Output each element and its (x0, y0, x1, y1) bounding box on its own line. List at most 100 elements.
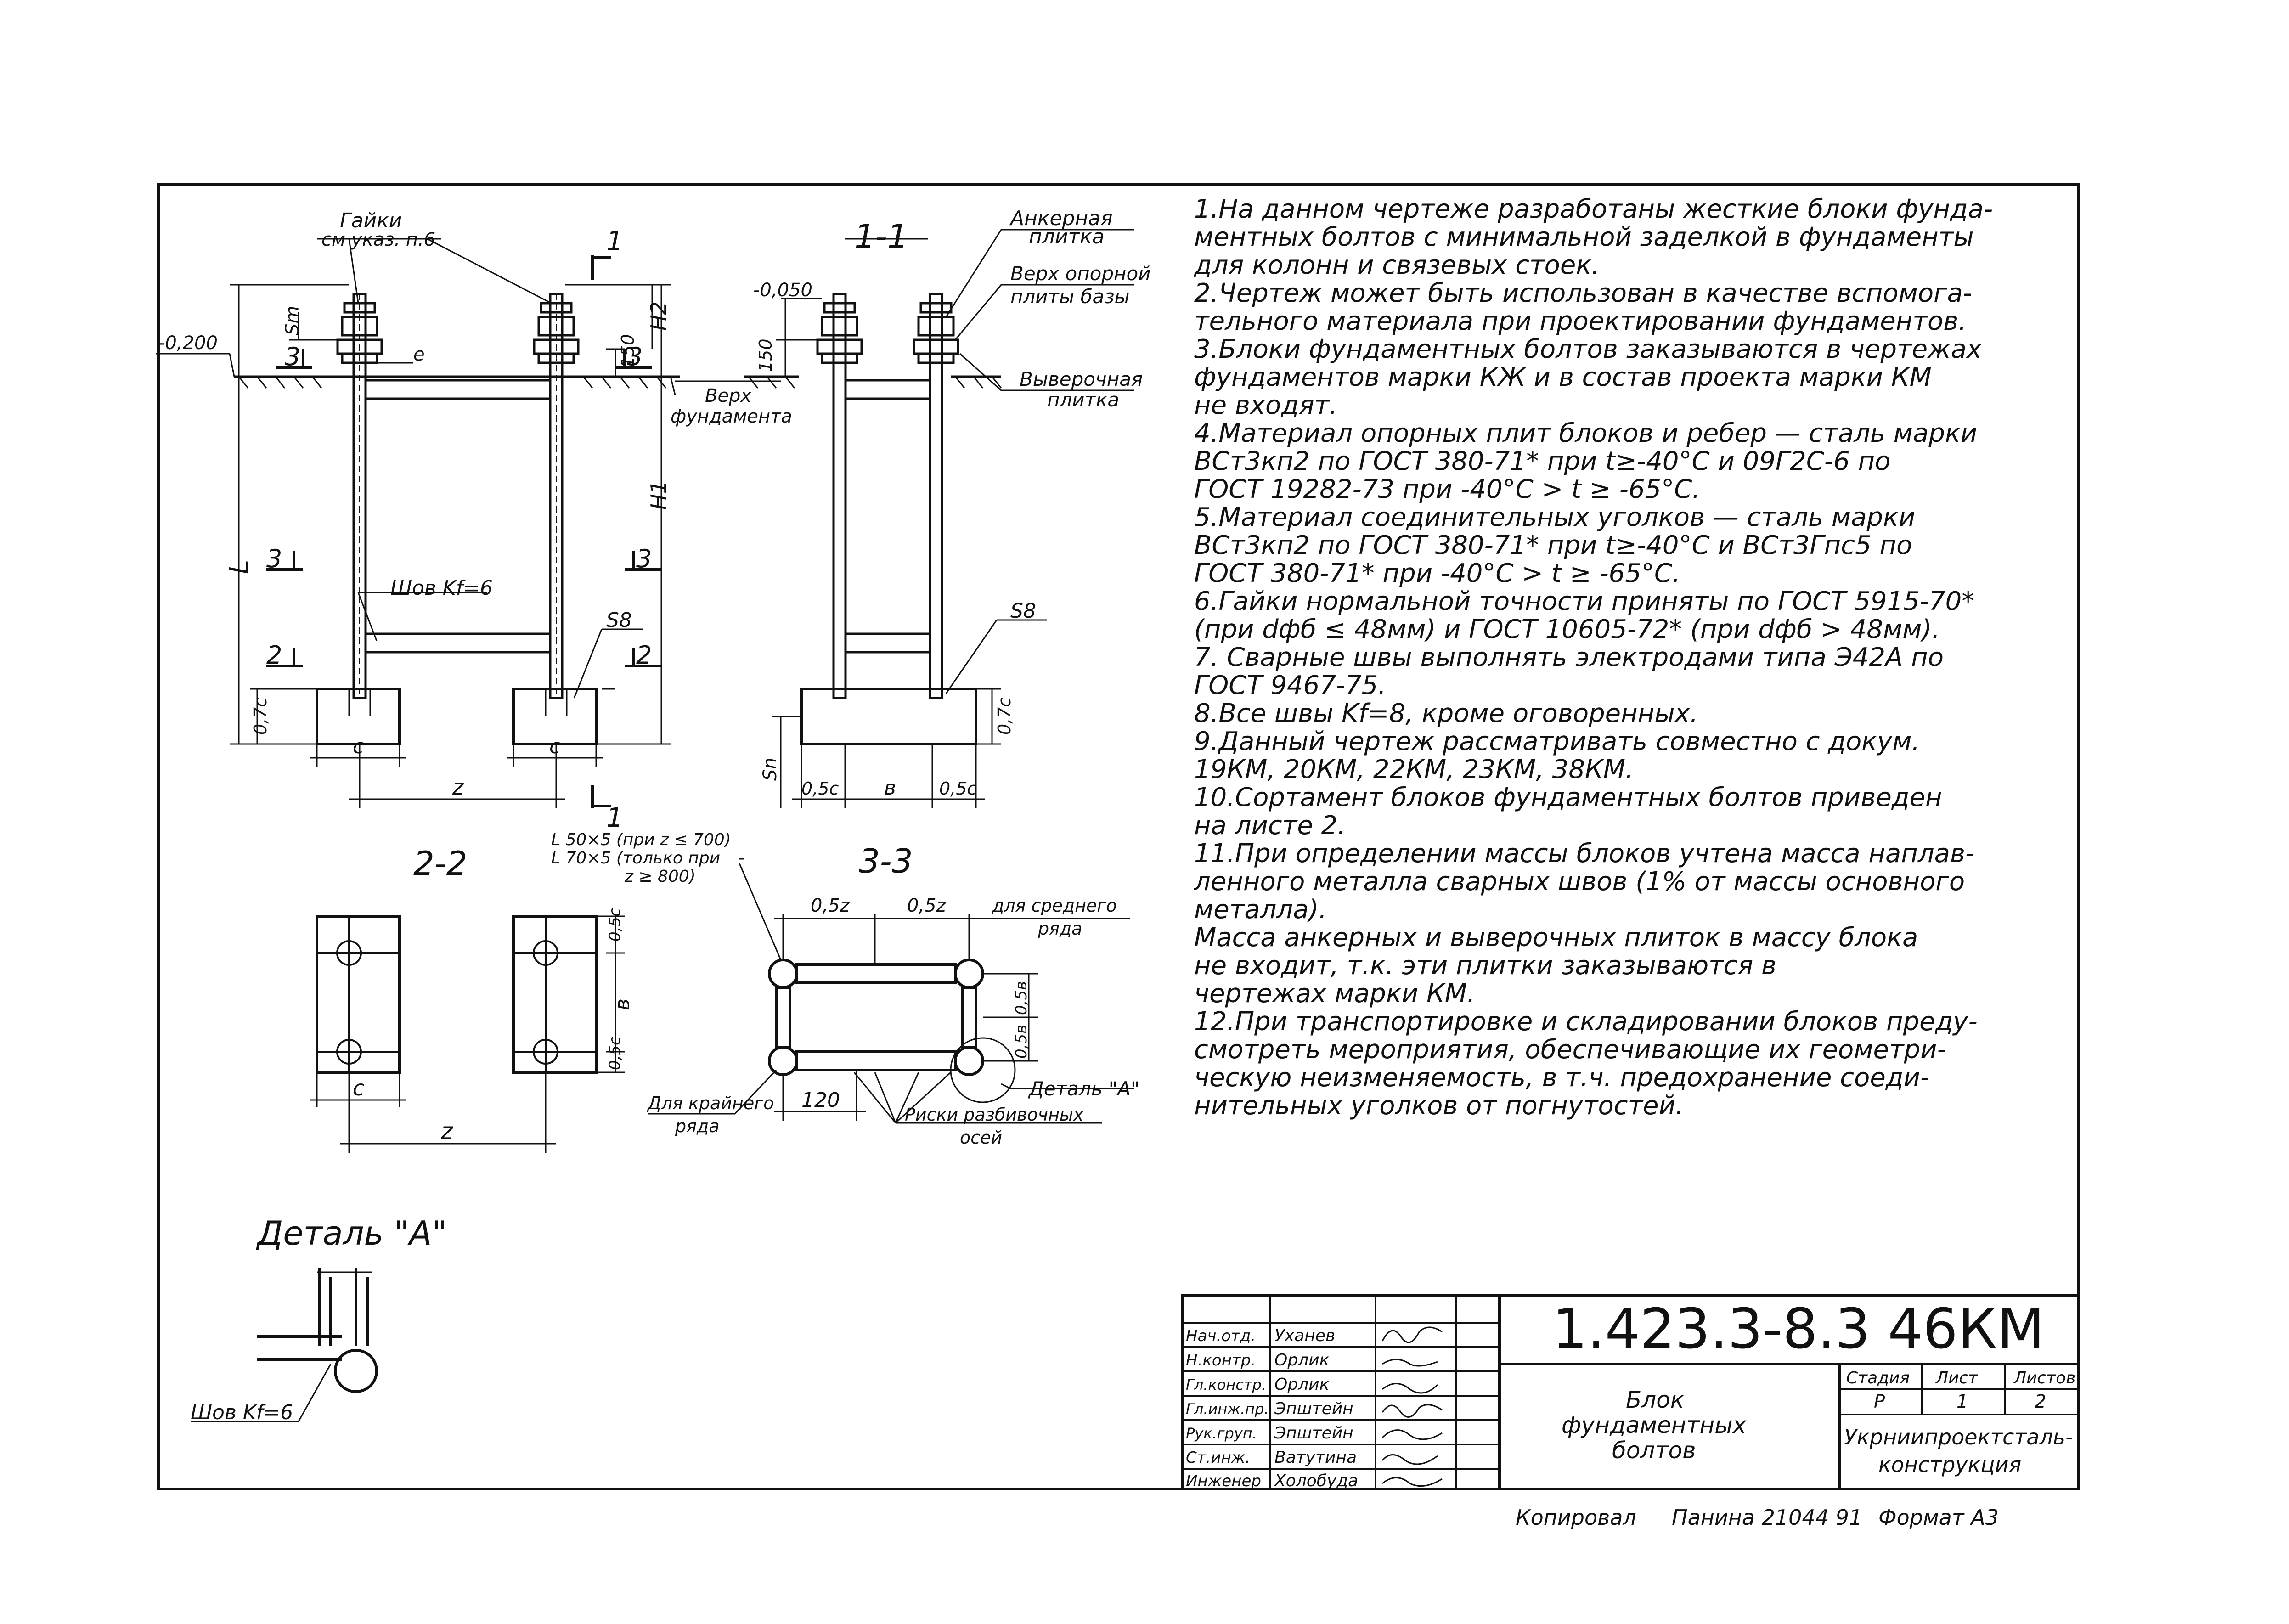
sheet-value: 1 (1956, 1391, 1968, 1412)
dim-c-a: c (353, 735, 364, 758)
name-3: Эпштейн (1274, 1399, 1353, 1418)
main-elevation (156, 238, 781, 808)
name-2: Орлик (1274, 1375, 1330, 1394)
s33-05z-a: 0,5z (811, 895, 850, 916)
s22-z: z (440, 1118, 454, 1145)
cut-1-bottom: 1 (606, 802, 623, 833)
note-5: 5.Материал соединительных уголков — стал… (1194, 502, 1916, 588)
footer-format: Формат А3 (1878, 1505, 1999, 1530)
dim-07c-b: 0,7c (994, 698, 1015, 735)
sheets-label: Листов (2013, 1369, 2075, 1387)
dim-e: e (413, 344, 425, 365)
label-base-top: Верх опорной (1010, 262, 1150, 285)
s22-b: в (611, 998, 634, 1010)
name-0: Уханев (1274, 1326, 1335, 1345)
signatures-graphic (1381, 1326, 1443, 1487)
label-angle-1: L 50×5 (при z ≤ 700) (551, 830, 731, 849)
title-line-2: фундаментных (1562, 1412, 1747, 1438)
s22-05c-a: 0,5c (606, 908, 624, 942)
label-mark-m0050: -0,050 (753, 280, 812, 301)
name-5: Ватутина (1274, 1448, 1357, 1467)
section-3-3 (648, 863, 1134, 1124)
label-mark-m0200: -0,200 (158, 333, 218, 354)
cut-3-top: 3 (285, 342, 300, 371)
label-weld: Шов Kf=6 (390, 576, 493, 600)
label-anchor-plate2: плитка (1029, 225, 1105, 248)
section-title-3-3: 3-3 (859, 842, 913, 880)
s33-edge-row2: ряда (675, 1116, 720, 1136)
detail-weld: Шов Kf=6 (191, 1401, 293, 1424)
s33-edge-row: Для крайнего (647, 1093, 774, 1113)
note-7: 7. Сварные швы выполнять электродами тип… (1194, 643, 1944, 700)
label-foundation-top: Верх (705, 385, 751, 406)
sheets-value: 2 (2035, 1391, 2046, 1412)
note-9: 9.Данный чертеж рассматривать совместно … (1194, 727, 1920, 784)
s33-120: 120 (801, 1088, 840, 1112)
s33-mid-row: для среднего (992, 896, 1117, 916)
cut-3-left: 3 (266, 544, 282, 573)
label-s8-b: S8 (1010, 599, 1036, 623)
dim-h1: H1 (646, 480, 671, 510)
notes-list: 1.На данном чертеже разработаны жесткие … (1194, 195, 2067, 1120)
drawing-code: 1.423.3-8.3 46КМ (1552, 1297, 2045, 1361)
dim-150b: 150 (755, 338, 776, 372)
dim-sn: Sn (760, 757, 781, 781)
org-line-2: конструкция (1878, 1452, 2021, 1477)
dim-07c-a: 0,7c (250, 698, 271, 735)
dim-l: L (225, 560, 254, 574)
role-5: Ст.инж. (1186, 1449, 1250, 1467)
org-line-1: Укрниипроектсталь- (1844, 1425, 2073, 1449)
label-alignment-plate2: плитка (1047, 389, 1119, 411)
cut-3-right: 3 (636, 544, 652, 573)
label-nuts: Гайки (340, 209, 402, 232)
dim-b: в (884, 776, 896, 800)
label-anchor-plate: Анкерная (1009, 207, 1113, 230)
label-angle-3: z ≥ 800) (624, 867, 696, 886)
s33-05b-a: 0,5в (1012, 981, 1031, 1015)
cut-3-topr: 3 (627, 342, 643, 371)
role-1: Н.контр. (1186, 1351, 1256, 1370)
title-line-3: болтов (1612, 1437, 1696, 1464)
note-11: 11.При определении массы блоков учтена м… (1194, 839, 1975, 1009)
s33-05b-b: 0,5в (1012, 1025, 1031, 1059)
note-2: 2.Чертеж может быть использован в качест… (1194, 278, 1973, 336)
dim-05c-b: 0,5c (939, 778, 976, 799)
cut-2-left: 2 (266, 641, 282, 670)
label-alignment-plate: Выверочная (1020, 368, 1143, 390)
dim-h2: H2 (646, 301, 671, 331)
label-nuts-ref: см указ. п.6 (321, 229, 435, 250)
dim-05c-a: 0,5c (801, 778, 839, 799)
title-line-1: Блок (1626, 1387, 1684, 1413)
s22-05c-b: 0,5c (606, 1037, 624, 1070)
name-1: Орлик (1274, 1351, 1330, 1370)
s33-05z-b: 0,5z (907, 895, 947, 916)
s33-axis-marks: Риски разбивочных (905, 1105, 1084, 1125)
footer-copied: Копировал (1516, 1505, 1636, 1530)
cut-1-top: 1 (606, 226, 623, 257)
title-block-lines (1181, 1294, 2080, 1490)
label-angle-2: L 70×5 (только при (551, 849, 720, 868)
sheet-label: Лист (1935, 1369, 1978, 1387)
dim-150a: 150 (618, 334, 638, 367)
detail-a (191, 1268, 378, 1422)
s33-mid-row2: ряда (1037, 919, 1082, 939)
dim-sm: Sm (282, 306, 303, 335)
s33-axis-marks2: осей (960, 1128, 1002, 1148)
name-4: Эпштейн (1274, 1424, 1353, 1443)
section-1-1 (744, 229, 1134, 808)
stage-label: Стадия (1846, 1369, 1910, 1387)
note-1: 1.На данном чертеже разработаны жесткие … (1194, 194, 1993, 280)
stage-value: Р (1874, 1391, 1885, 1412)
section-2-2 (310, 858, 744, 1153)
label-foundation-top2: фундамента (671, 406, 792, 427)
label-base-top2: плиты базы (1010, 285, 1130, 308)
section-title-2-2: 2-2 (413, 844, 468, 883)
name-6: Холобуда (1274, 1472, 1358, 1490)
note-3: 3.Блоки фундаментных болтов заказываются… (1194, 334, 1982, 420)
label-s8-a: S8 (606, 609, 632, 632)
cut-2-right: 2 (636, 641, 652, 670)
note-6: 6.Гайки нормальной точности приняты по Г… (1194, 586, 1975, 644)
dim-c-b: c (549, 735, 560, 758)
s22-c: c (353, 1076, 364, 1100)
